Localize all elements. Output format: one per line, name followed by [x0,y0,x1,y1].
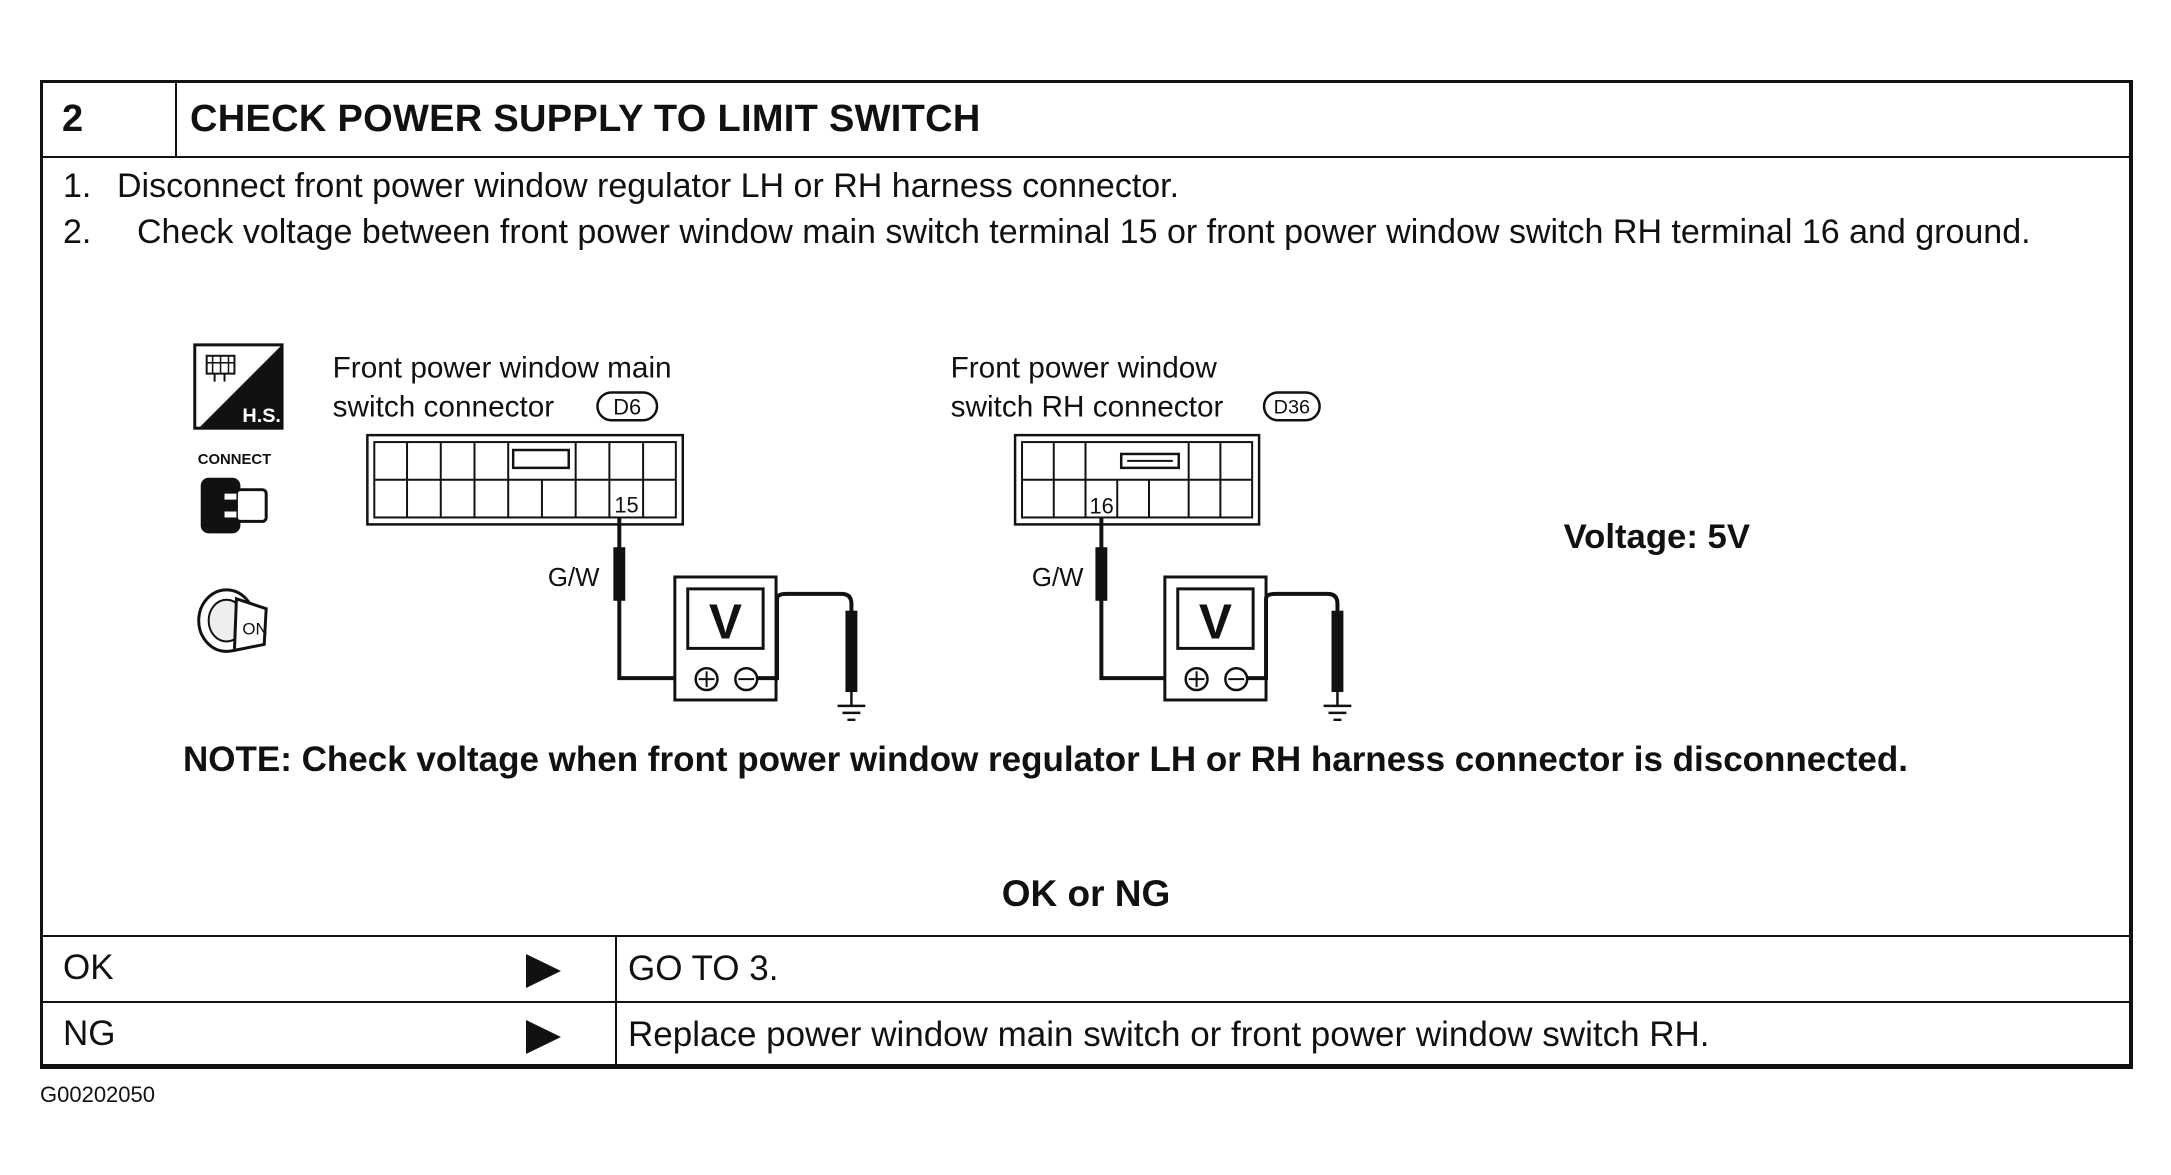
result-label: OK [63,948,114,987]
left-probe-wire-negative [757,591,854,681]
instruction-text: Check voltage between front power window… [137,213,2031,251]
right-wire-marker [1095,547,1108,601]
left-connector-latch [511,448,570,470]
left-ground-symbol [837,692,866,722]
right-connector-id: D36 [1274,396,1310,418]
right-connector-label-line2: switch RH connector [951,390,1224,423]
ignition-label: ON [242,620,267,639]
instruction-number: 2. [63,213,92,251]
right-ground-probe [1331,610,1344,693]
left-wire-marker [613,547,626,601]
instruction-item: 1. Disconnect front power window regulato… [63,163,1179,209]
instruction-text: Disconnect front power window regulator … [117,167,1180,205]
left-connector-id: D6 [613,394,641,419]
left-connector-label-line1: Front power window main [333,352,672,385]
right-connector-label-line1: Front power window [951,352,1218,385]
left-wire-color: G/W [548,564,600,592]
left-voltmeter-symbol: V [709,593,742,649]
step-title: CHECK POWER SUPPLY TO LIMIT SWITCH [190,98,981,140]
right-ground-symbol [1323,692,1352,722]
left-ground-probe [845,610,858,693]
right-probe-wire-positive [1099,517,1167,681]
step-header: 2 CHECK POWER SUPPLY TO LIMIT SWITCH [43,83,2129,158]
hs-label: H.S. [242,405,281,427]
result-label: NG [63,1014,116,1053]
right-terminal-number: 16 [1089,493,1113,518]
result-title: OK or NG [1001,873,1171,914]
connect-label: CONNECT [198,452,271,468]
left-connector-diagram: Front power window main switch connector… [333,352,866,722]
result-action: Replace power window main switch or fron… [628,1015,1710,1054]
arrow-right-icon [526,1020,561,1054]
result-row-ng: NG Replace power window main switch or f… [43,1001,2129,1067]
ignition-on-icon: ON [197,588,268,653]
arrow-right-icon [526,954,561,988]
right-connector-diagram: Front power window switch RH connector D… [951,352,1352,722]
left-probe-wire-positive [617,517,677,681]
left-connector-id-badge [596,391,659,422]
harness-side-icon: H.S. [193,343,284,430]
left-connector-label-line2: switch connector [333,390,555,423]
right-connector-id-badge [1262,391,1321,422]
column-divider [615,937,617,1001]
wiring-diagram: H.S. CONNECT ON Front power window main … [193,343,1750,722]
voltage-spec: Voltage: 5V [1564,518,1750,556]
result-row-ok: OK GO TO 3. [43,935,2129,1001]
left-terminal-number: 15 [614,492,638,517]
diagnostic-step-table: 2 CHECK POWER SUPPLY TO LIMIT SWITCH 1. D… [40,80,2133,1069]
column-divider [615,1003,617,1067]
right-wire-color: G/W [1032,564,1084,592]
step-number: 2 [43,83,177,156]
note-text: NOTE: Check voltage when front power win… [183,740,1908,779]
figure-code: G00202050 [40,1082,155,1107]
right-voltmeter-symbol: V [1199,593,1232,649]
instruction-number: 1. [63,167,92,205]
connect-icon: CONNECT [198,452,271,534]
right-probe-wire-negative [1247,591,1340,681]
result-action: GO TO 3. [628,949,779,988]
